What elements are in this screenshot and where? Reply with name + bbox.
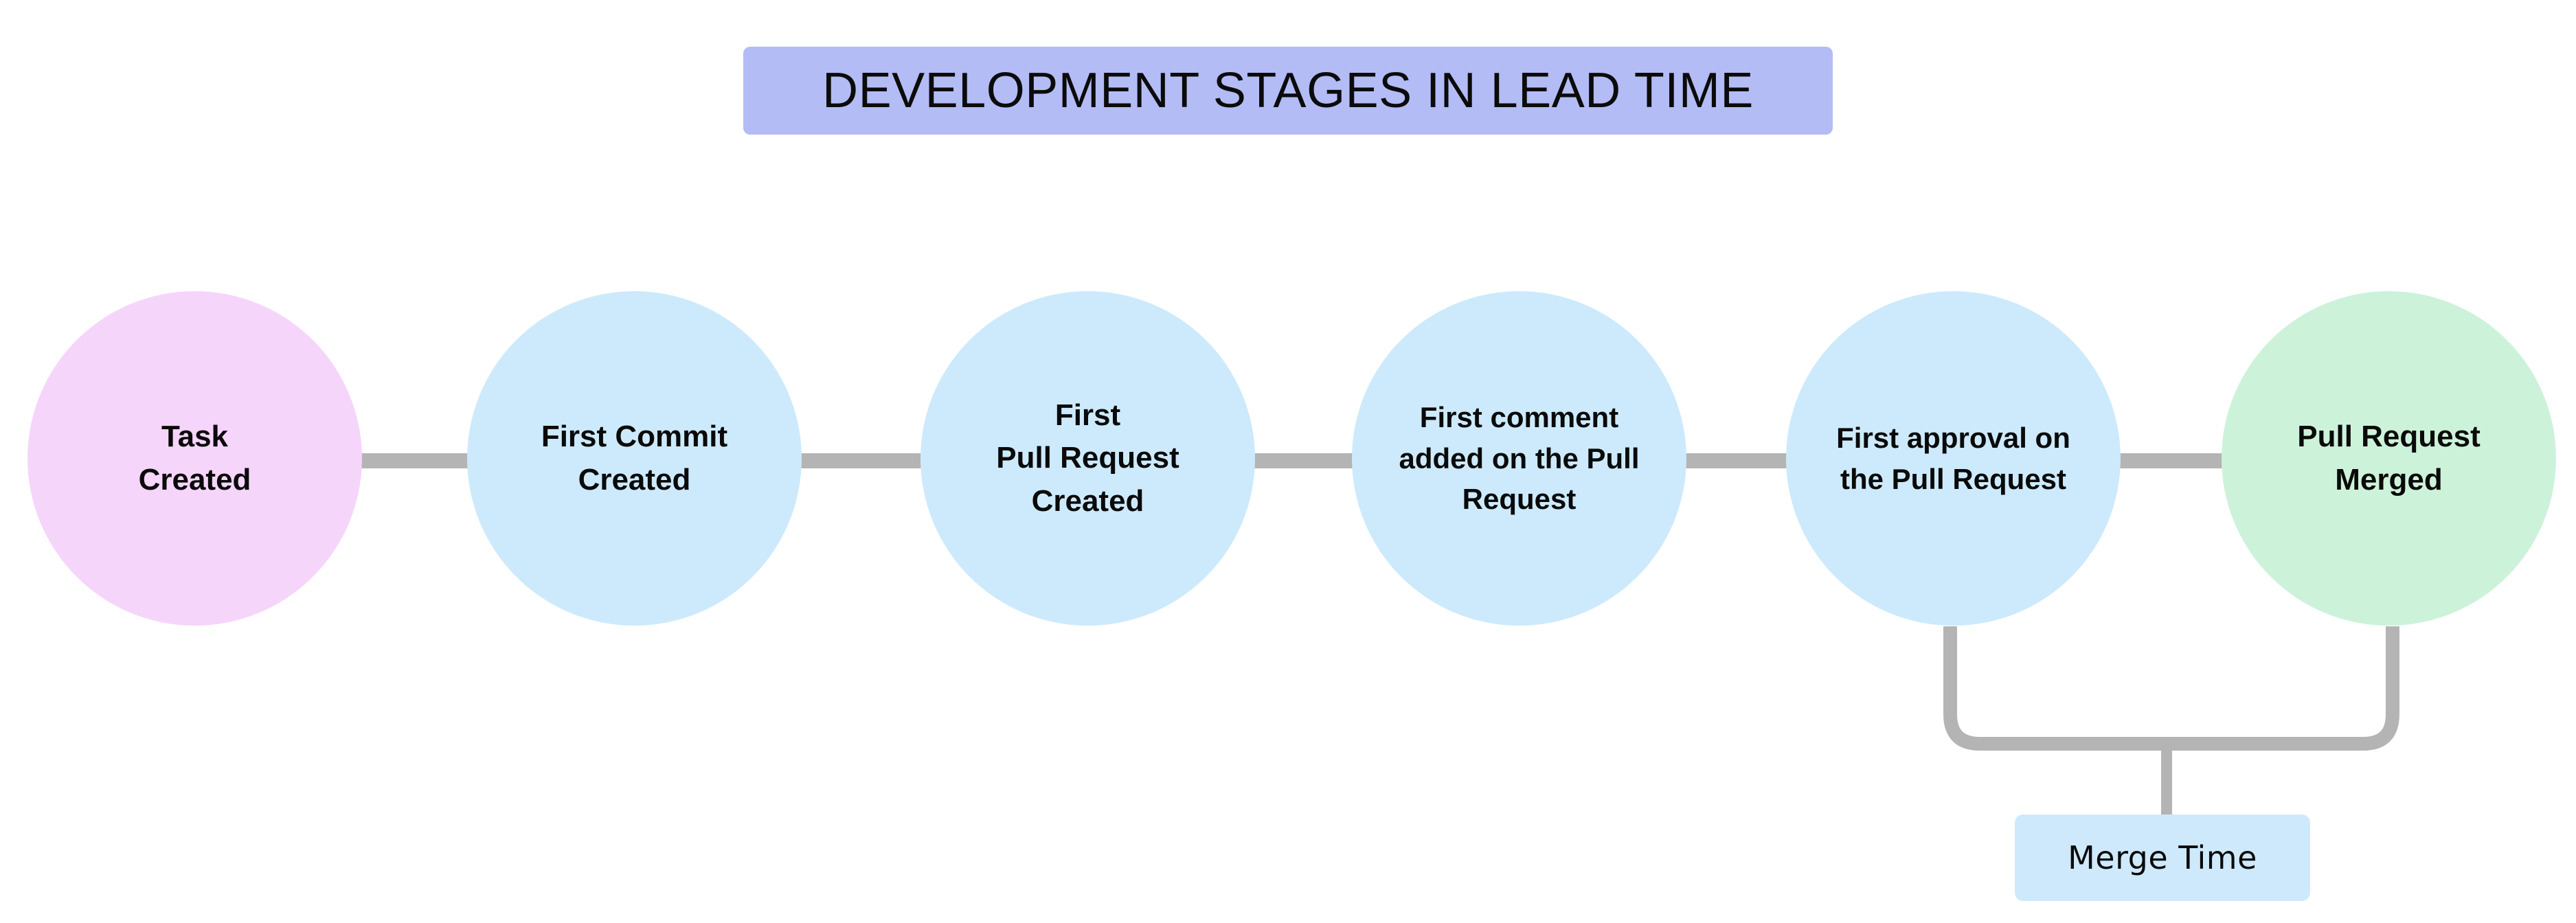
connector-2 <box>1247 453 1361 468</box>
connector-3 <box>1678 453 1795 468</box>
merge-time-bracket <box>1941 618 2402 819</box>
stage-node-first-comment-added[interactable]: First comment added on the Pull Request <box>1352 291 1686 626</box>
stage-label-first-comment-added: First comment added on the Pull Request <box>1399 401 1640 516</box>
merge-time-bracket-svg <box>1943 626 2399 819</box>
stage-label-first-pull-request-created: First Pull Request Created <box>996 398 1179 518</box>
stage-node-first-commit-created[interactable]: First Commit Created <box>467 291 802 626</box>
stage-node-first-approval[interactable]: First approval on the Pull Request <box>1786 291 2121 626</box>
stage-node-task-created[interactable]: Task Created <box>27 291 362 626</box>
merge-time-badge[interactable]: Merge Time <box>2015 814 2310 901</box>
stage-node-first-pull-request-created[interactable]: First Pull Request Created <box>920 291 1255 626</box>
connector-4 <box>2112 453 2230 468</box>
stage-label-first-commit-created: First Commit Created <box>541 420 728 497</box>
page-title: DEVELOPMENT STAGES IN LEAD TIME <box>822 63 1754 118</box>
merge-time-label: Merge Time <box>2068 839 2257 876</box>
connector-0 <box>354 453 476 468</box>
stage-label-pull-request-merged: Pull Request Merged <box>2297 420 2481 497</box>
diagram-title-banner: DEVELOPMENT STAGES IN LEAD TIME <box>743 47 1833 135</box>
connector-1 <box>793 453 929 468</box>
stage-label-task-created: Task Created <box>138 420 251 497</box>
bracket-path <box>1943 626 2399 751</box>
stage-label-first-approval: First approval on the Pull Request <box>1836 421 2070 495</box>
stage-node-pull-request-merged[interactable]: Pull Request Merged <box>2222 291 2556 626</box>
